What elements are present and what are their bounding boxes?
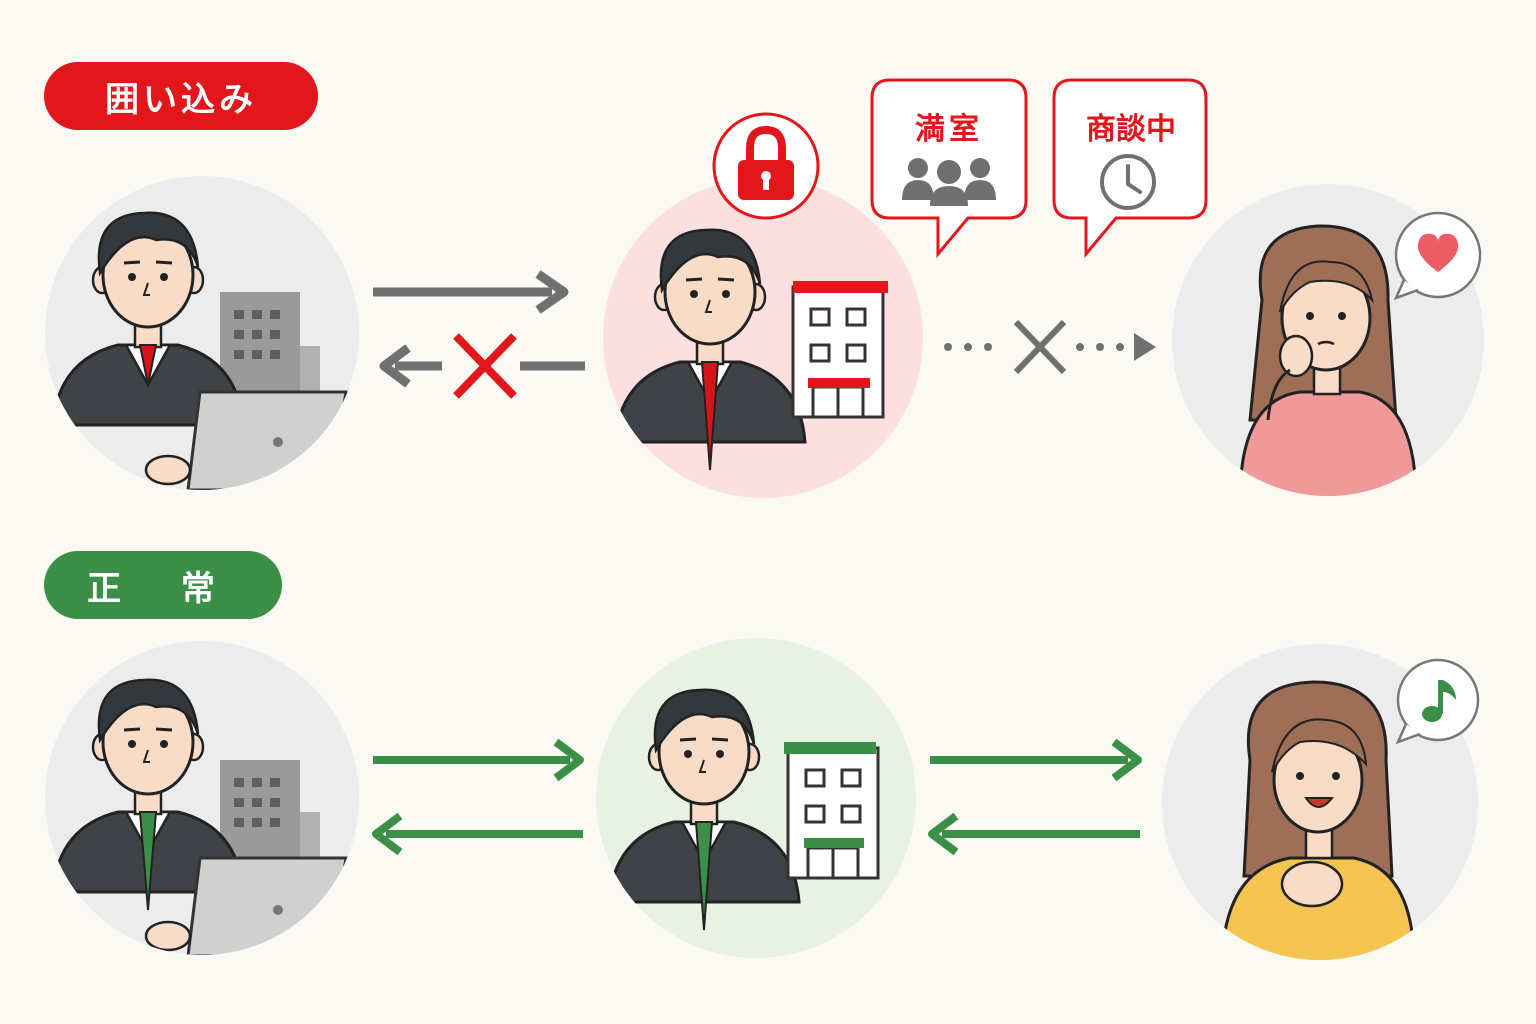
blocked-x-icon (453, 333, 517, 399)
bottom-left-arrows (372, 738, 584, 856)
full-bubble (870, 78, 1028, 259)
music-note-icon (1422, 680, 1456, 722)
full-bubble-label: 満室 (915, 112, 983, 147)
top-enclosing-agent-circle (603, 178, 923, 498)
clock-icon (1100, 154, 1156, 210)
heart-bubble (1393, 211, 1482, 301)
heart-icon (1417, 233, 1459, 272)
lock-icon (712, 112, 820, 220)
section-label-enclosure: 囲い込み (44, 62, 318, 130)
building-icon (791, 281, 888, 419)
negotiating-bubble (1052, 78, 1208, 259)
bottom-customer-circle (1162, 644, 1478, 960)
bottom-right-arrows (928, 738, 1142, 856)
top-left-arrows (373, 270, 585, 399)
top-right-blocked-arrow (944, 319, 1156, 375)
building-icon (784, 742, 880, 880)
section-label-normal: 正 常 (44, 551, 282, 619)
bottom-agent-circle (45, 641, 359, 955)
negotiating-bubble-label: 商談中 (1086, 112, 1176, 147)
top-agent-circle (45, 176, 359, 490)
laptop-icon (186, 856, 348, 955)
laptop-icon (186, 390, 348, 490)
people-icon (902, 158, 996, 206)
bottom-agent-center-circle (596, 638, 916, 958)
music-bubble (1395, 658, 1480, 745)
